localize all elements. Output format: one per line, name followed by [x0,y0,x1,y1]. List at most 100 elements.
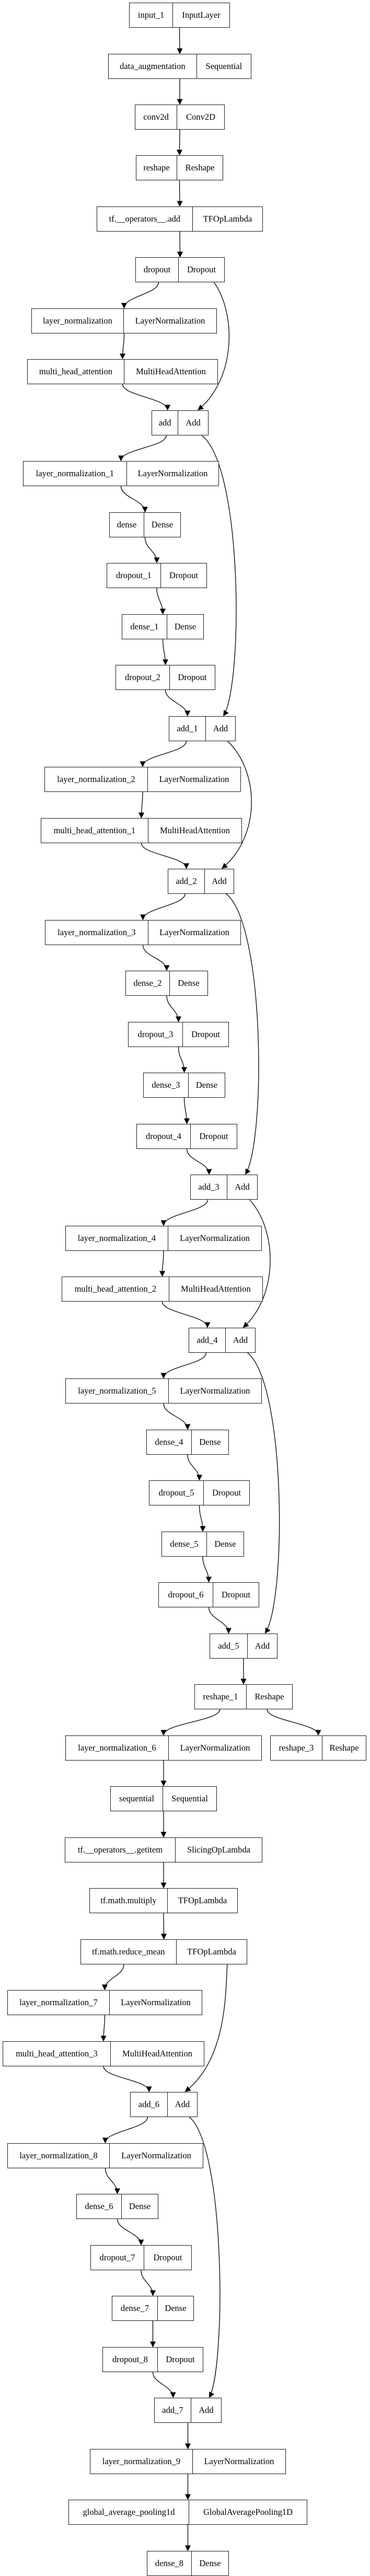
layer-type-label: Dense [214,1539,236,1549]
layer-type-label: Add [213,723,228,733]
layer-type-label: TFOpLambda [203,214,252,224]
layer-type-label: MultiHeadAttention [181,1284,251,1294]
layer-name-label: sequential [111,1787,164,1811]
layer-type-label: Dense [199,1437,221,1447]
edge-dropout_5-to-dense_5 [199,1505,206,1532]
edge-dropout_1-to-dense_1 [156,588,166,615]
layer-type-label: Add [175,2099,190,2109]
node-dropout_6: dropout_6 Dropout [158,1582,259,1607]
layer-type-label: Dense [165,2303,187,2313]
layer-type-label: Dropout [199,1131,228,1141]
node-add_2: add_2 Add [168,869,234,894]
layer-name-label: reshape_1 [195,1685,247,1709]
layer-type-label: LayerNormalization [121,1997,191,2007]
layer-type-label: LayerNormalization [180,1743,250,1753]
layer-name-label: layer_normalization_5 [66,1379,169,1403]
layer-name-label: dense_3 [144,1073,189,1097]
layer-type-label: Dense [129,2201,151,2211]
edge-dropout_6-to-add_5 [208,1607,232,1634]
edge-dense_1-to-dropout_2 [162,639,168,665]
layer-name-label: tf.math.reduce_mean [81,1940,177,1964]
edge-dense_2-to-dropout_3 [166,995,181,1022]
layer-type-label: Dropout [221,1590,250,1600]
layer-type-label: TFOpLambda [187,1947,236,1957]
edge-add_1-to-add_2 [221,741,252,869]
layer-type-label: Dropout [191,1029,220,1039]
edge-dense-to-dropout_1 [144,537,160,564]
layer-name-label: dense [110,513,145,537]
edge-dropout_4-to-add_3 [186,1148,212,1175]
node-reshape_3: reshape_3 Reshape [270,1735,366,1761]
layer-type-label: LayerNormalization [159,927,229,937]
edge-dropout_8-to-add_7 [152,2372,176,2398]
layer-name-label: layer_normalization_4 [66,1226,168,1250]
layer-name-label: dropout_2 [116,665,170,689]
layer-name-label: reshape [136,156,178,180]
layer-type-label: LayerNormalization [159,774,229,784]
layer-name-label: dense_4 [147,1430,192,1454]
layer-type-label: Dropout [178,672,207,682]
layer-name-label: add_2 [168,869,205,893]
edge-layer_normalization_4-to-multi_head_attention_2 [159,1250,166,1277]
layer-type-label: Dense [151,520,174,530]
node-layer_normalization_7: layer_normalization_7 LayerNormalization [7,1990,202,2015]
layer-name-label: dropout_1 [107,564,161,588]
edge-dropout_3-to-dense_3 [178,1046,187,1073]
edge-dropout_7-to-dense_7 [141,2270,156,2296]
layer-type-label: Dense [178,978,200,988]
edge-layer_normalization_8-to-dense_6 [105,2168,120,2194]
layer-name-label: dropout_6 [159,1583,213,1607]
edge-dropout-to-layer_normalization [121,282,159,309]
layer-type-label: Dropout [212,1488,241,1498]
edge-reshape_1-to-reshape_3 [267,1709,321,1736]
layer-name-label: layer_normalization_1 [24,462,127,486]
layer-name-label: multi_head_attention [28,360,124,384]
edge-dropout-to-add [198,282,229,410]
layer-name-label: reshape_3 [271,1736,322,1760]
edge-dense_3-to-dropout_4 [183,1097,190,1124]
layer-type-label: Reshape [329,1743,359,1753]
layer-name-label: dropout_3 [129,1022,183,1046]
node-add_6: add_6 Add [130,2092,198,2117]
layer-type-label: Dropout [187,264,216,274]
edge-multi_head_attention_2-to-add_4 [161,1301,211,1328]
layer-name-label: layer_normalization_2 [45,767,148,791]
layer-name-label: add_3 [191,1175,227,1199]
layer-type-label: SlicingOpLambda [187,1845,250,1855]
layer-name-label: add_6 [131,2092,168,2117]
layer-name-label: dense_2 [126,971,170,995]
layer-name-label: layer_normalization_7 [8,1991,110,2015]
layer-type-label: Dropout [153,2252,182,2262]
node-multi_head_attention: multi_head_attention MultiHeadAttention [27,359,218,384]
edge-layer_normalization_7-to-multi_head_attention_3 [100,2015,107,2042]
edge-tf.math.reduce_mean-to-add_6 [184,1964,228,2092]
layer-name-label: dropout_7 [91,2246,144,2270]
layer-type-label: MultiHeadAttention [160,825,230,835]
layer-type-label: InputLayer [182,10,221,20]
layer-type-label: Add [212,876,227,886]
layer-type-label: MultiHeadAttention [136,366,206,376]
layer-name-label: add_4 [189,1328,226,1352]
layer-name-label: dense_7 [112,2296,158,2320]
edge-multi_head_attention-to-add [122,384,170,411]
